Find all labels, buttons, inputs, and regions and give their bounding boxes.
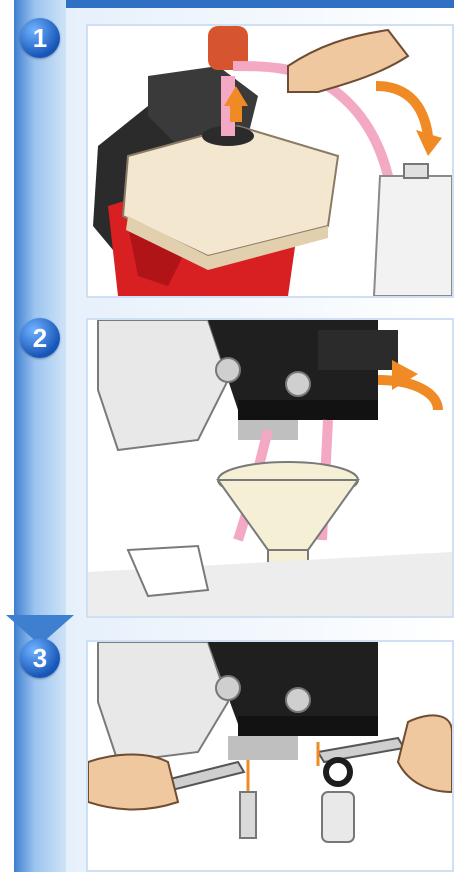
panel-step-3 <box>86 640 454 872</box>
illustration-drain-oil-plug <box>88 320 452 616</box>
step-progress-arrow <box>14 0 66 872</box>
illustration-clean-drain-plug <box>88 642 452 870</box>
up-arrow-icon <box>224 86 248 122</box>
illustration-drain-oil-suction <box>88 26 452 296</box>
step-badge-1: 1 <box>20 18 60 58</box>
step-badge-3: 3 <box>20 638 60 678</box>
panel-step-1 <box>86 24 454 298</box>
top-strip <box>66 0 454 8</box>
wrench-icon <box>156 736 406 794</box>
panel-step-2 <box>86 318 454 618</box>
rotate-arrow-icon <box>375 81 442 156</box>
step-badge-2: 2 <box>20 318 60 358</box>
rotate-arrow-icon <box>377 360 443 411</box>
